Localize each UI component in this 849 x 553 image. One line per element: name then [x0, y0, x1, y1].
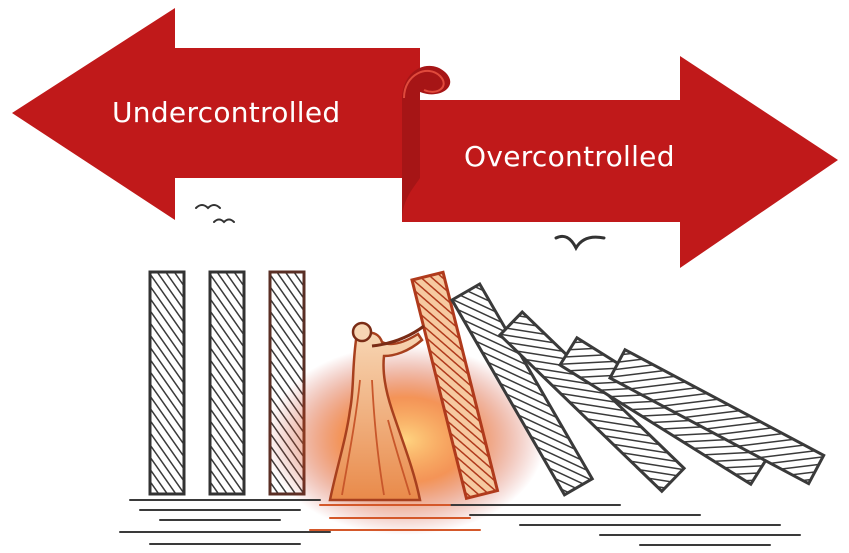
falling-dominoes — [410, 270, 826, 501]
person-pushing — [328, 321, 425, 502]
overcontrolled-label: Overcontrolled — [464, 140, 675, 173]
ground-lines — [119, 499, 801, 546]
scroll-curl — [402, 65, 451, 222]
scroll-curl-highlight — [403, 70, 445, 99]
left-arrow — [12, 8, 420, 220]
bird-icon — [554, 234, 606, 252]
bird-icon — [213, 218, 235, 224]
domino-standing — [208, 270, 246, 496]
right-arrow — [402, 56, 838, 268]
ground-glow-lines — [309, 504, 481, 531]
domino-falling — [410, 270, 500, 501]
left-arrow-shape — [12, 8, 420, 220]
birds — [195, 204, 606, 252]
person-head — [351, 321, 373, 343]
bird-icon — [195, 204, 221, 210]
undercontrolled-label: Undercontrolled — [112, 96, 341, 129]
domino-falling — [607, 347, 826, 486]
right-arrow-shape — [402, 56, 838, 268]
person-folds — [341, 379, 411, 496]
domino-standing — [148, 270, 186, 496]
person-arm — [371, 324, 425, 348]
domino-falling — [449, 281, 595, 497]
